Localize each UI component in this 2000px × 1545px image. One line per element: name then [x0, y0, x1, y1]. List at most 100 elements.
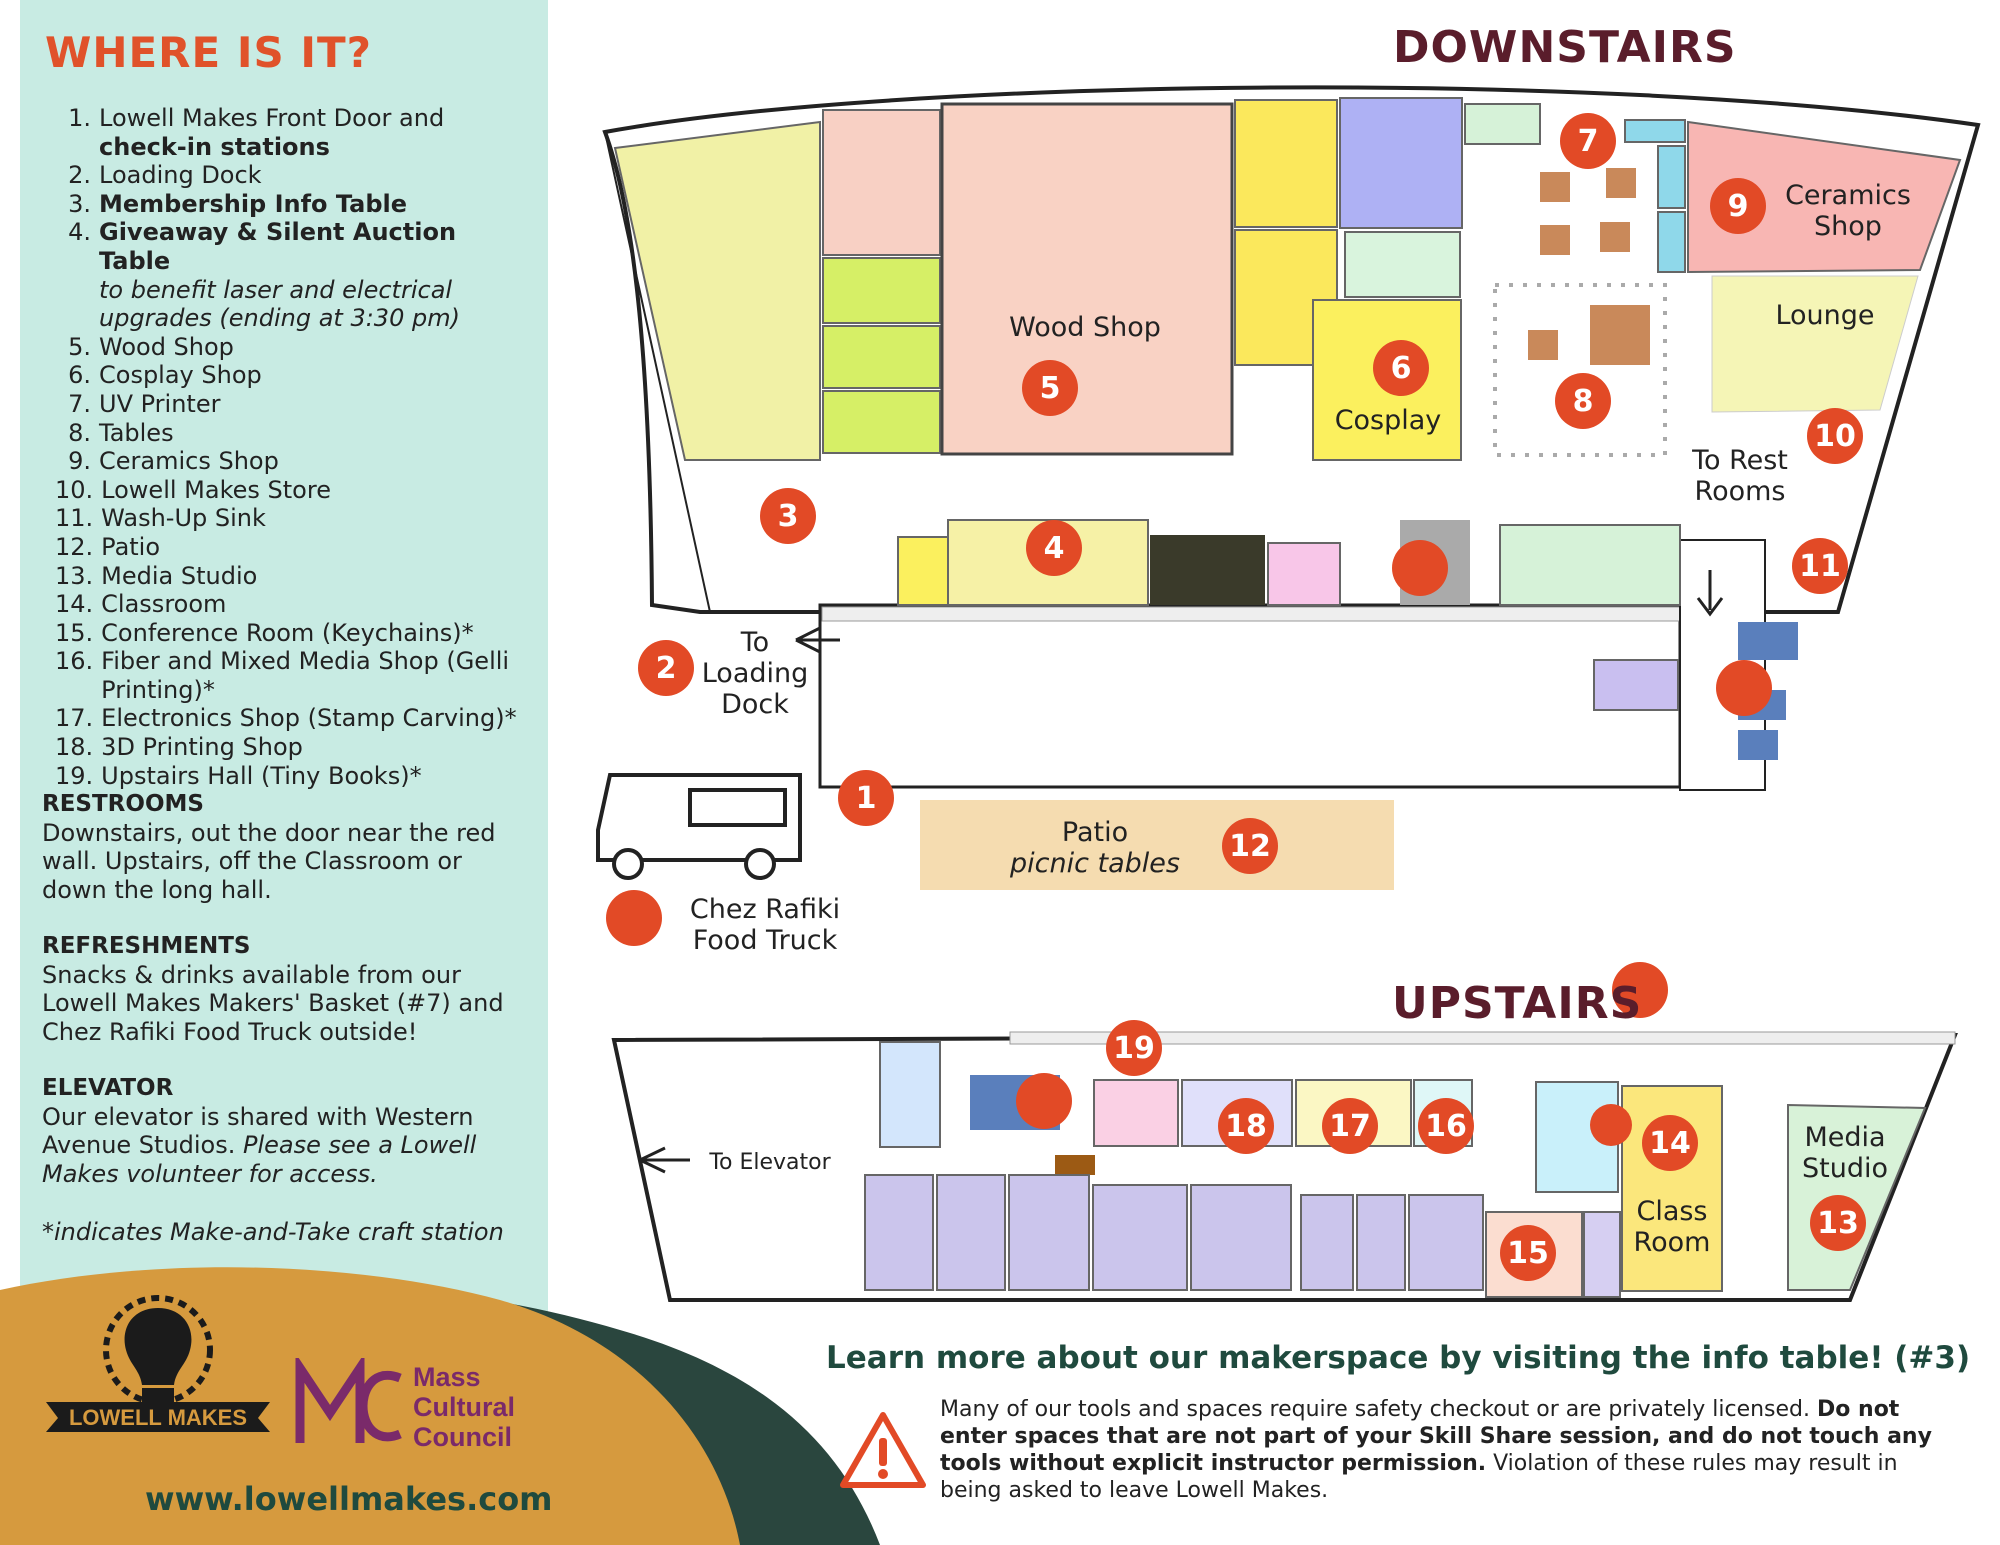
info-heading: Learn more about our makerspace by visit… [826, 1340, 1971, 1376]
lowell-makes-logo: LOWELL MAKES [46, 1295, 270, 1432]
legend-item: 6. Cosplay Shop [55, 361, 535, 390]
badge-10[interactable]: 10 [1807, 408, 1863, 464]
svg-text:Mass: Mass [413, 1362, 481, 1392]
legend-item: 2.Loading Dock [55, 161, 535, 190]
media-studio-label: Media Studio [1802, 1122, 1888, 1184]
legend-item-number: 16. [55, 647, 94, 676]
badge-19[interactable]: 19 [1106, 1020, 1162, 1076]
legend-item-number: 19. [55, 761, 94, 790]
legend-item-text: Ceramics Shop [99, 447, 279, 476]
legend-item-text: Membership Info Table [99, 189, 408, 218]
location-legend: 1.Lowell Makes Front Door and check-in s… [55, 104, 535, 790]
restrooms-text: Downstairs, out the door near the red wa… [42, 818, 496, 904]
legend-item: 5. Wood Shop [55, 333, 535, 362]
restrooms-section: RESTROOMS Downstairs, out the door near … [42, 790, 532, 904]
svg-text:Cultural: Cultural [413, 1392, 515, 1422]
loading-dock-label: To Loading Dock [701, 627, 809, 720]
room-blue [1339, 97, 1463, 229]
badge-15[interactable]: 15 [1500, 1225, 1556, 1281]
legend-item-text: Lowell Makes Store [101, 475, 331, 504]
legend-item: 17.Electronics Shop (Stamp Carving)* [55, 704, 535, 733]
badge-14[interactable]: 14 [1642, 1115, 1698, 1171]
ceramics-label: Ceramics Shop [1785, 180, 1911, 242]
patio-sublabel: picnic tables [1010, 848, 1180, 879]
legend-item-text: Wood Shop [99, 332, 234, 361]
restrooms-heading: RESTROOMS [42, 791, 204, 817]
legend-item-number: 1. [68, 104, 91, 132]
legend-item-text: Cosplay Shop [99, 361, 262, 390]
website-link[interactable]: www.lowellmakes.com [145, 1480, 553, 1518]
to-elevator-label: To Elevator [709, 1150, 831, 1175]
badge-12[interactable]: 12 [1222, 818, 1278, 874]
food-icon [606, 890, 662, 946]
legend-item-number: 4. [68, 218, 91, 247]
legend-item: 7.UV Printer [55, 390, 535, 419]
wood-shop-label: Wood Shop [1009, 312, 1161, 343]
legend-item: 8. Tables [55, 419, 535, 448]
legend-item: 11.Wash-Up Sink [55, 504, 535, 533]
warning-text: Many of our tools and spaces require saf… [940, 1397, 1932, 1503]
stairs-up-icon [1612, 962, 1668, 1018]
badge-13[interactable]: 13 [1810, 1195, 1866, 1251]
class-room-label: Class Room [1633, 1196, 1711, 1258]
legend-item-number: 15. [55, 618, 94, 647]
badge-17[interactable]: 17 [1322, 1098, 1378, 1154]
elevator-text: Our elevator is shared with Western Aven… [42, 1102, 477, 1188]
badge-8[interactable]: 8 [1555, 373, 1611, 429]
legend-item-number: 14. [55, 590, 94, 619]
upstairs-title: UPSTAIRS [1392, 978, 1643, 1029]
room-pink-small [822, 109, 941, 256]
food-truck-icon [596, 773, 802, 880]
badge-6[interactable]: 6 [1373, 340, 1429, 396]
elevator-heading: ELEVATOR [42, 1075, 174, 1101]
badge-18[interactable]: 18 [1218, 1098, 1274, 1154]
legend-item-number: 13. [55, 561, 94, 590]
restroom-upstairs-icon [1016, 1073, 1072, 1129]
badge-4[interactable]: 4 [1026, 520, 1082, 576]
downstairs-title: DOWNSTAIRS [1393, 22, 1737, 73]
legend-item: 3.Membership Info Table [55, 190, 535, 219]
legend-item-number: 5. [68, 332, 91, 361]
legend-item: 10.Lowell Makes Store [55, 476, 535, 505]
legend-item-text: Fiber and Mixed Media Shop (Gelli Printi… [101, 647, 510, 704]
legend-item-text: Upstairs Hall (Tiny Books)* [101, 761, 422, 790]
legend-item-number: 18. [55, 733, 94, 762]
legend-title: WHERE IS IT? [45, 28, 372, 77]
legend-item-number: 6. [68, 361, 91, 390]
legend-item-number: 8. [68, 418, 91, 447]
legend-item-text: 3D Printing Shop [101, 733, 303, 762]
room-wood-shop [940, 102, 1234, 456]
legend-item: 16.Fiber and Mixed Media Shop (Gelli Pri… [55, 647, 535, 704]
badge-3[interactable]: 3 [760, 488, 816, 544]
badge-16[interactable]: 16 [1418, 1098, 1474, 1154]
badge-2[interactable]: 2 [638, 640, 694, 696]
refreshments-section: REFRESHMENTS Snacks & drinks available f… [42, 932, 532, 1046]
patio-area [920, 800, 1394, 890]
svg-text:Council: Council [413, 1422, 512, 1448]
room-ceramics [1687, 120, 1962, 274]
lounge-label: Lounge [1775, 300, 1875, 331]
cosplay-label: Cosplay [1334, 405, 1442, 436]
badge-1[interactable]: 1 [838, 770, 894, 826]
badge-11[interactable]: 11 [1792, 538, 1848, 594]
restroom-icon [1716, 660, 1772, 716]
legend-item-number: 2. [68, 161, 91, 190]
legend-item: 14.Classroom [55, 590, 535, 619]
legend-item: 9. Ceramics Shop [55, 447, 535, 476]
legend-item-text: Wash-Up Sink [101, 504, 266, 533]
room-storage-left [613, 120, 821, 461]
legend-item-text: Patio [101, 532, 161, 561]
legend-item-number: 9. [68, 447, 91, 476]
badge-9[interactable]: 9 [1710, 178, 1766, 234]
legend-item: 12.Patio [55, 533, 535, 562]
legend-item: 13.Media Studio [55, 562, 535, 591]
badge-5[interactable]: 5 [1022, 360, 1078, 416]
legend-item-text: Tables [99, 418, 174, 447]
legend-item-text: Media Studio [101, 561, 258, 590]
legend-item: 15.Conference Room (Keychains)* [55, 619, 535, 648]
badge-7[interactable]: 7 [1560, 113, 1616, 169]
elevator-section: ELEVATOR Our elevator is shared with Wes… [42, 1074, 532, 1188]
